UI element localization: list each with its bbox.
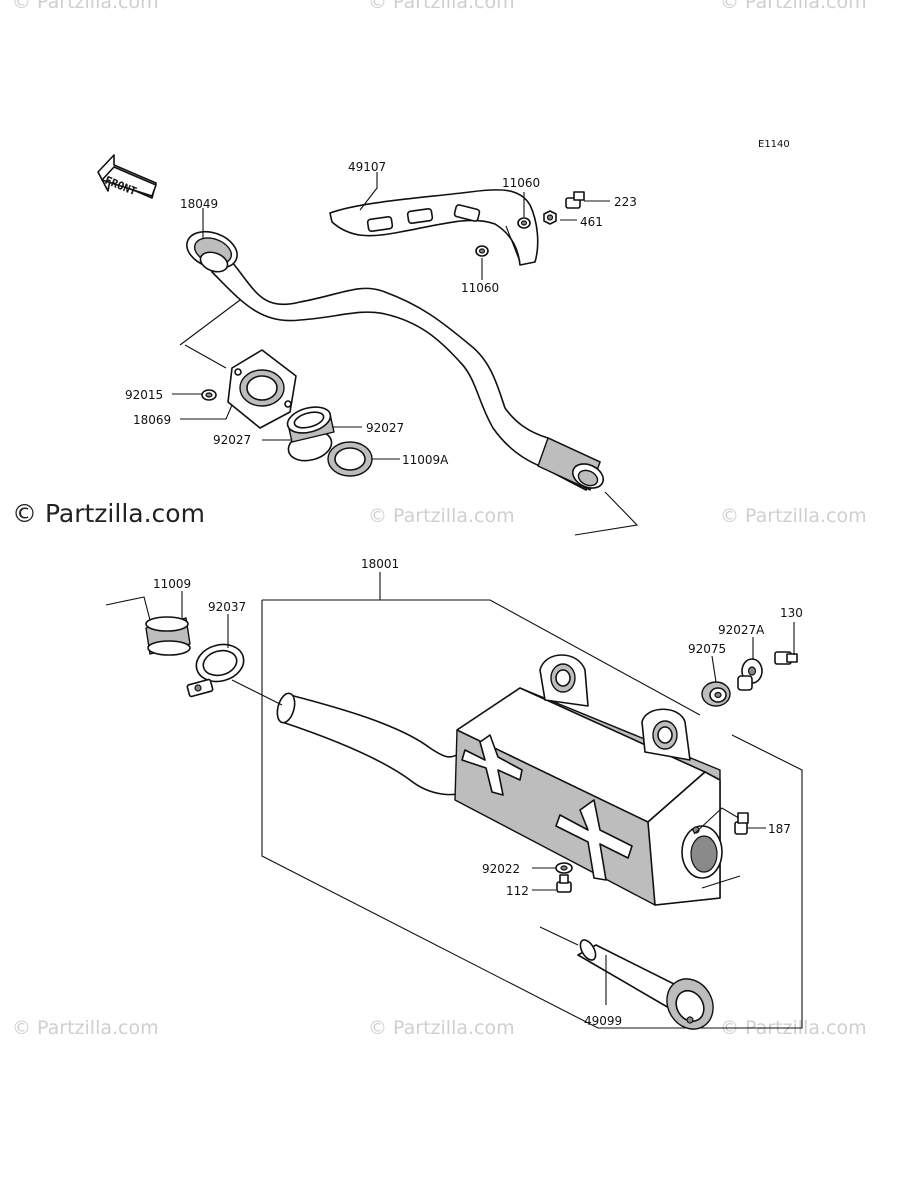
outlet-guide-line [574,491,639,536]
clamp-92037 [186,643,245,698]
part-labels: 18049 49107 11060 11060 223 461 92015 18… [125,160,803,1028]
bolt-223 [565,191,585,209]
damper-92075 [701,681,731,707]
exhaust-flange-gasket [227,349,297,429]
part-label-11009A[interactable]: 11009A [402,453,449,467]
watermark: © Partzilla.com [720,0,867,13]
clamp-guide-line [231,679,283,706]
muffler [276,654,723,906]
watermark: © Partzilla.com [12,1017,159,1039]
outlet-leader [693,807,743,835]
part-label-112[interactable]: 112 [506,884,529,898]
arrestor-guide [539,926,579,946]
watermark: © Partzilla.com [12,0,159,13]
part-label-49099[interactable]: 49099 [584,1014,622,1028]
part-label-187[interactable]: 187 [768,822,791,836]
heat-shield [329,189,539,266]
upper-leader-lines [172,172,610,460]
part-label-18069[interactable]: 18069 [133,413,171,427]
watermark: © Partzilla.com [368,1017,515,1039]
washer-92022 [555,862,573,874]
watermark: © Partzilla.com [368,505,515,527]
bolt-187 [734,812,749,835]
part-label-92027[interactable]: 92027 [213,433,251,447]
spark-arrestor [577,939,714,1030]
outlet-guide [701,875,741,889]
nut-461 [543,210,557,225]
part-label-49107[interactable]: 49107 [348,160,386,174]
lower-leader-lines [181,572,795,1005]
part-label-461[interactable]: 461 [580,215,603,229]
watermarks: © Partzilla.com © Partzilla.com © Partzi… [12,0,867,1039]
bolt-92015 [201,389,217,401]
watermark: © Partzilla.com [368,0,515,13]
part-label-92037[interactable]: 92037 [208,600,246,614]
watermark-main: © Partzilla.com [12,499,205,528]
part-label-11060[interactable]: 11060 [502,176,540,190]
part-label-18049[interactable]: 18049 [180,197,218,211]
collar-92027A [737,658,763,691]
part-label-92027[interactable]: 92027 [366,421,404,435]
watermark: © Partzilla.com [720,505,867,527]
part-label-130[interactable]: 130 [780,606,803,620]
seal-guide-line [105,596,151,621]
exhaust-header-pipe [186,230,605,491]
part-label-11009[interactable]: 11009 [153,577,191,591]
part-label-223[interactable]: 223 [614,195,637,209]
washer-11060-lower [475,245,489,257]
seal-11009A [327,441,373,477]
part-label-92015[interactable]: 92015 [125,388,163,402]
part-label-92075[interactable]: 92075 [688,642,726,656]
part-label-92027A[interactable]: 92027A [718,623,765,637]
header-guide-line [179,299,241,369]
washer-11060-upper [517,217,531,229]
part-label-92022[interactable]: 92022 [482,862,520,876]
part-label-11060[interactable]: 11060 [461,281,499,295]
bolt-130 [774,651,798,665]
part-label-18001[interactable]: 18001 [361,557,399,571]
front-arrow-icon: FRONT [97,154,157,199]
diagram-code: E1140 [758,139,790,150]
bolt-112 [556,874,572,893]
seal-11009 [145,616,191,656]
sleeve-92027 [286,406,335,462]
